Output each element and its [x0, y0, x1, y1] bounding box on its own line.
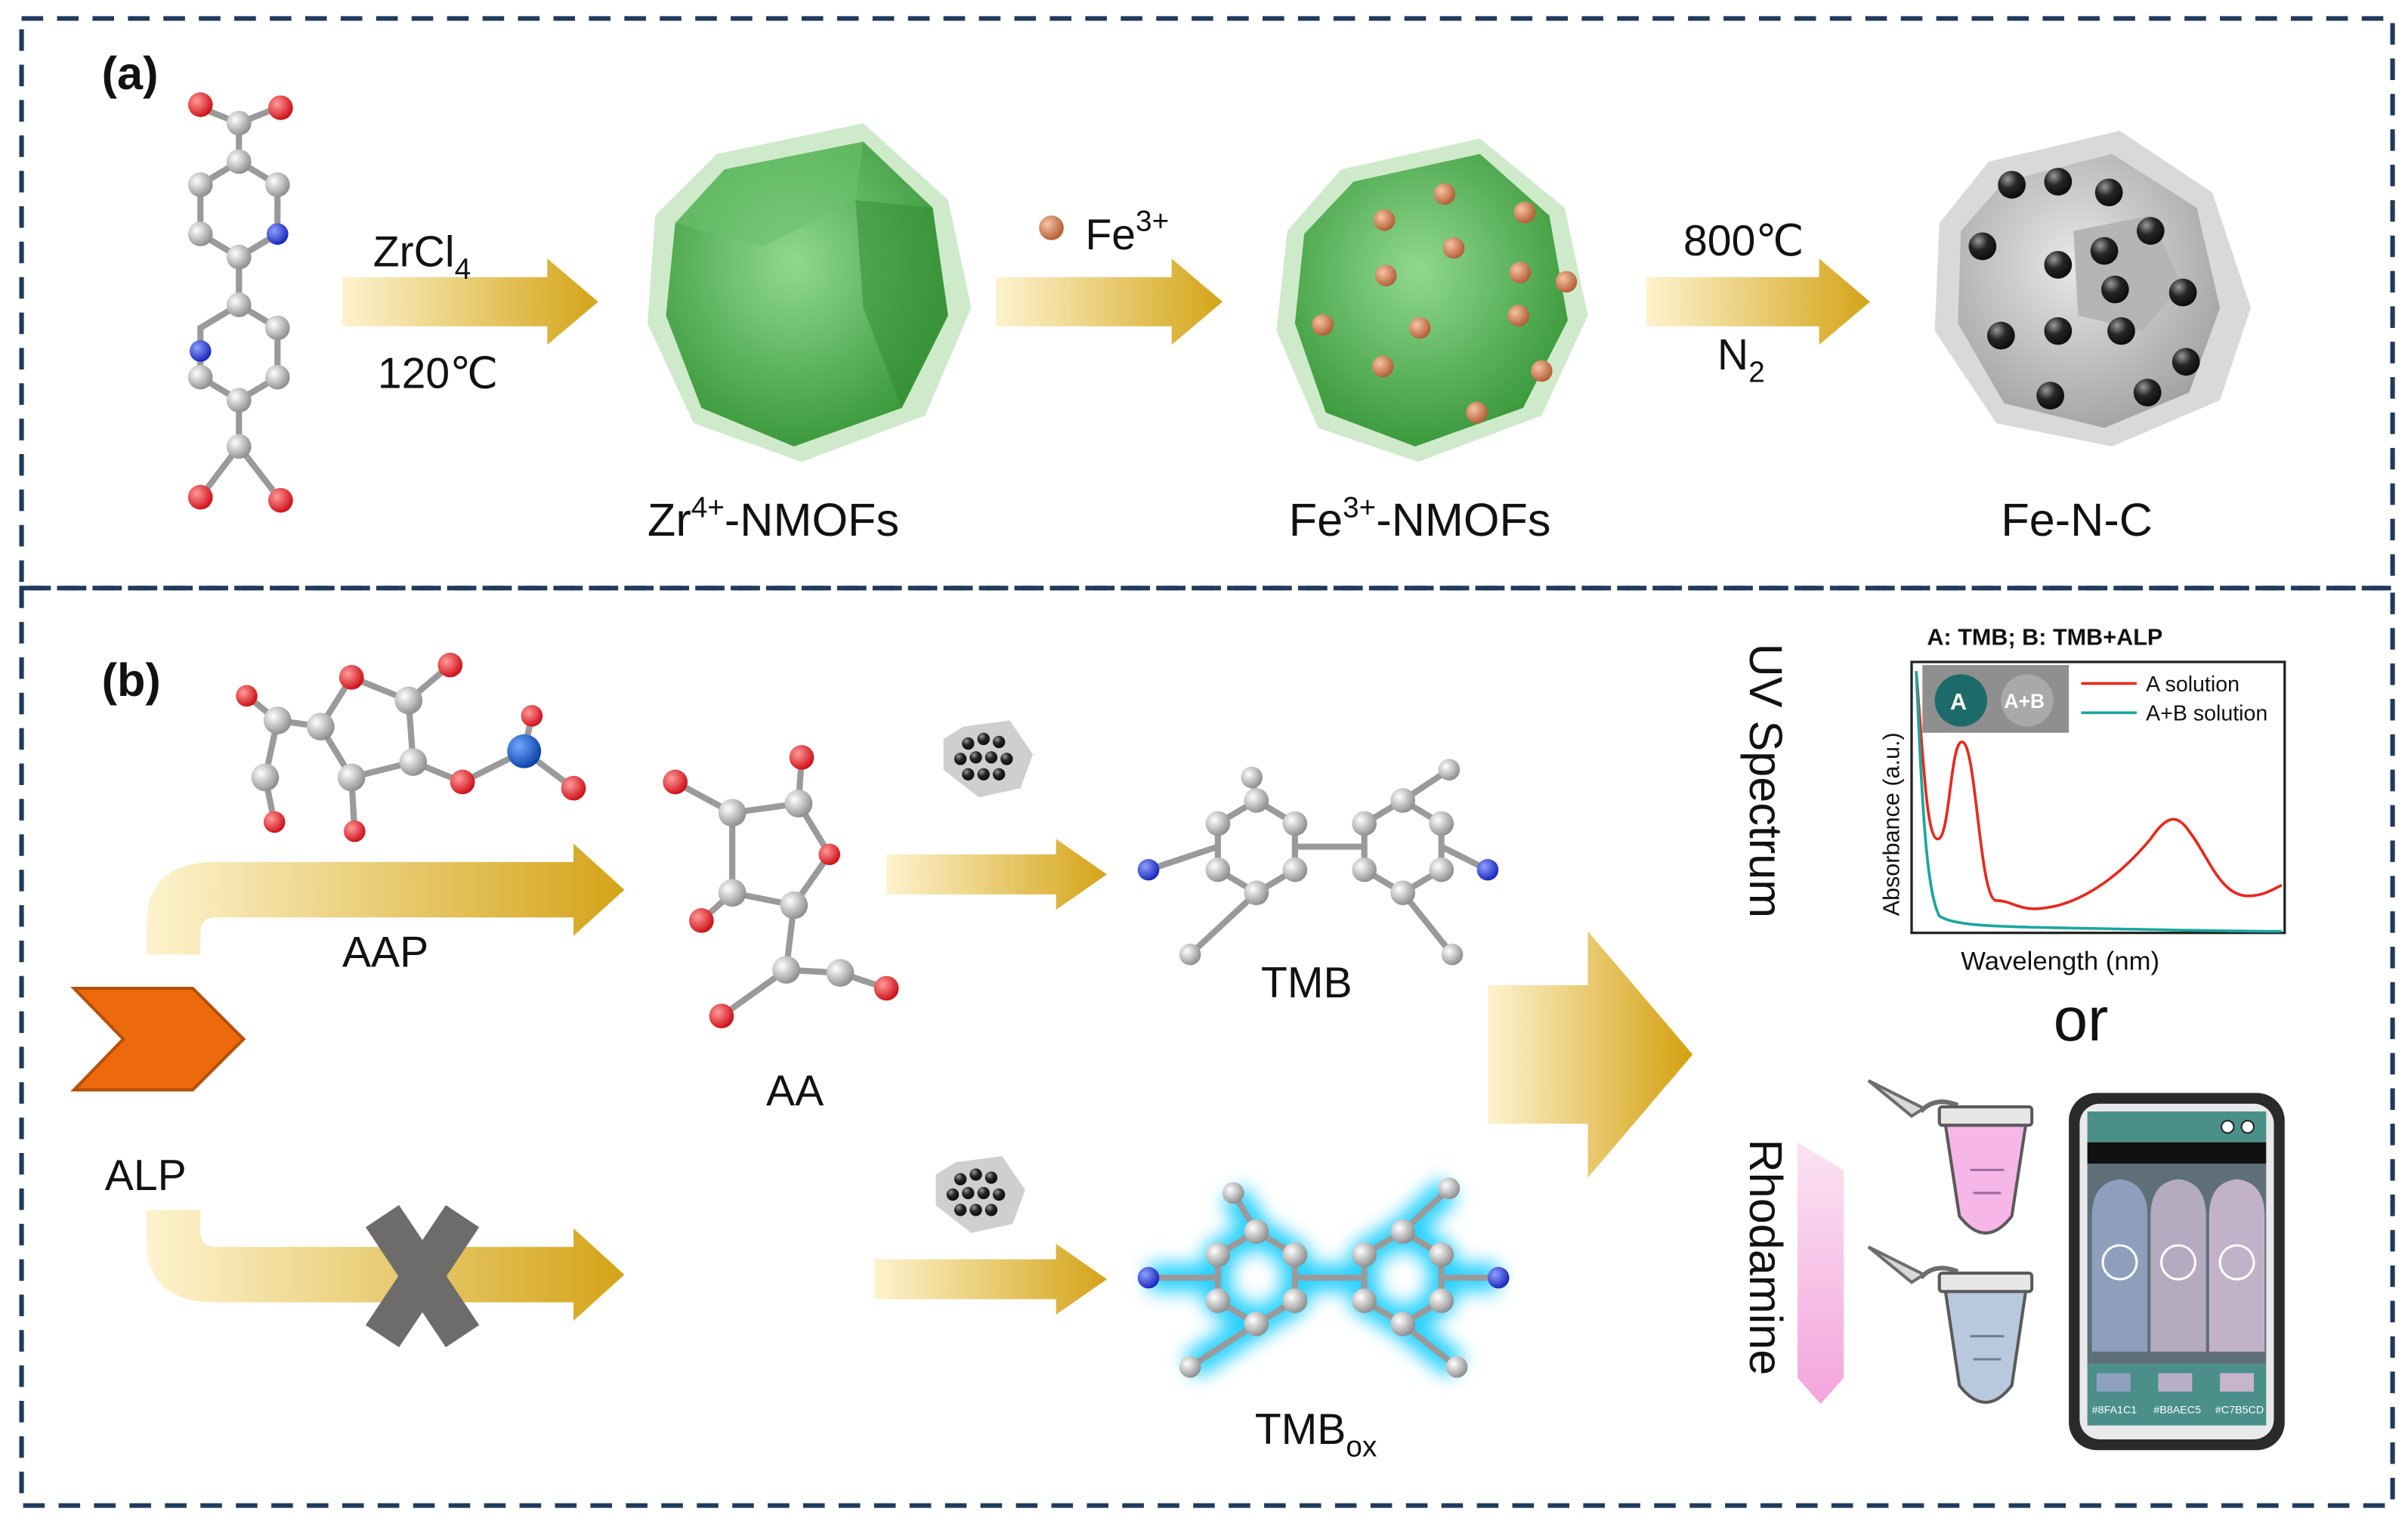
- step2-reagent: Fe3+: [1085, 206, 1169, 259]
- fenc-nanozyme-icon: [943, 720, 1034, 798]
- molecule-bpydc-atoms: [187, 92, 293, 513]
- legend-label-a: A solution: [2146, 672, 2240, 697]
- rhodamine-arrow: [1797, 1142, 1844, 1405]
- curve-ab-solution: [1915, 671, 2282, 933]
- arrow-alp-lower: [146, 1210, 625, 1322]
- fe-nmof-icon: [1276, 138, 1588, 462]
- inset-well-a: [1934, 674, 1987, 727]
- rhodamine-label: Rhodamine: [1740, 1139, 1791, 1376]
- or-label: or: [2054, 985, 2109, 1054]
- step1-condition: 120℃: [378, 349, 498, 397]
- tmb-label: TMB: [1261, 959, 1352, 1007]
- fenc-nanozyme-icon: [935, 1156, 1025, 1233]
- aap-label: AAP: [342, 929, 428, 977]
- uv-spectrum-label: UV Spectrum: [1740, 644, 1791, 918]
- arrow-alp-upper: [146, 843, 625, 955]
- uv-spectrum-chart: A: TMB; B: TMB+ALP Absorbance (a.u.) Wav…: [1879, 625, 2286, 976]
- zr-nmofs-label: Zr4+-NMOFs: [648, 492, 899, 546]
- panel-b-tag: (b): [102, 654, 161, 706]
- panel-a-tag: (a): [102, 48, 159, 99]
- curve-a-solution: [1915, 671, 2283, 910]
- spectrum-title: A: TMB; B: TMB+ALP: [1927, 625, 2162, 651]
- inset-well-ab: [2001, 674, 2054, 727]
- inset-label-a: A: [1950, 689, 1967, 715]
- panel-b-frame: [19, 586, 2395, 1508]
- arrow-aa-tmb: [886, 839, 1107, 910]
- swatch-label-3: #C7B5CD: [2215, 1404, 2264, 1416]
- arrow-step2: [996, 258, 1223, 345]
- swatch-label-1: #8FA1C1: [2092, 1404, 2138, 1416]
- alp-label: ALP: [105, 1152, 187, 1200]
- fenc-icon: [1934, 131, 2251, 447]
- legend-label-ab: A+B solution: [2146, 702, 2267, 726]
- arrow-to-detection: [1487, 931, 1693, 1178]
- eppendorf-tube-icon: [1867, 1079, 2034, 1235]
- alp-chevron-icon: [70, 986, 246, 1092]
- eppendorf-tube-icon: [1867, 1245, 2034, 1405]
- step3-gas: N2: [1717, 331, 1765, 388]
- inset-label-ab: A+B: [2004, 690, 2045, 713]
- tmbox-label: TMBox: [1255, 1405, 1377, 1463]
- smartphone-icon: #8FA1C1 #B8AEC5 #C7B5CD: [2069, 1093, 2285, 1451]
- fenc-label: Fe-N-C: [2001, 494, 2153, 546]
- tmb-molecule-icon: [1137, 759, 1499, 966]
- step3-condition: 800℃: [1683, 217, 1804, 265]
- arrow-step3: [1646, 258, 1870, 345]
- tmbox-molecule-icon: [1137, 1177, 1510, 1379]
- aa-label: AA: [766, 1067, 824, 1115]
- ascorbic-acid-icon: [663, 745, 899, 1028]
- blocked-x-icon: [365, 1204, 480, 1348]
- step1-reagent: ZrCl4: [373, 228, 471, 286]
- mof-crystal-icon: [647, 122, 972, 462]
- ascorbic-acid-phosphate-icon: [236, 652, 586, 842]
- fe-nmofs-label: Fe3+-NMOFs: [1289, 492, 1551, 546]
- spectrum-xlabel: Wavelength (nm): [1961, 947, 2159, 976]
- arrow-tmbox: [873, 1244, 1107, 1315]
- spectrum-ylabel: Absorbance (a.u.): [1879, 732, 1905, 916]
- arrow-step1: [342, 258, 598, 345]
- swatch-label-2: #B8AEC5: [2153, 1404, 2201, 1416]
- fe-ion-icon: [1039, 215, 1064, 240]
